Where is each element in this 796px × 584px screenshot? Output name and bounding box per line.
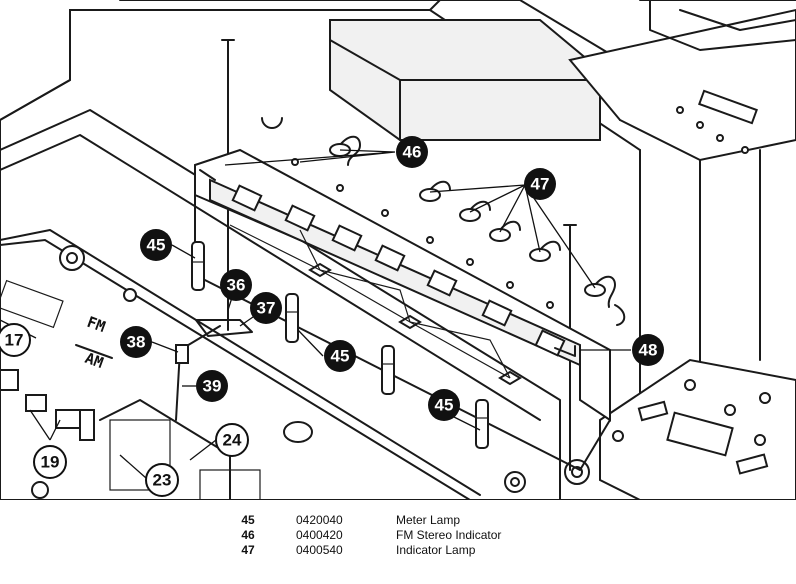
callout-36: 36 bbox=[220, 269, 252, 301]
svg-text:24: 24 bbox=[223, 431, 242, 450]
part-number: 0400420 bbox=[296, 528, 343, 542]
mounting-holes bbox=[59, 245, 590, 493]
svg-text:37: 37 bbox=[257, 299, 276, 318]
fm-label: FM bbox=[85, 313, 108, 336]
callout-39: 39 bbox=[196, 370, 228, 402]
svg-text:45: 45 bbox=[147, 236, 166, 255]
svg-text:48: 48 bbox=[639, 341, 658, 360]
knob-stubs bbox=[0, 369, 95, 441]
parts-list: 45 0420040 Meter Lamp 46 0400420 FM Ster… bbox=[228, 513, 648, 558]
svg-text:36: 36 bbox=[227, 276, 246, 295]
svg-text:19: 19 bbox=[41, 453, 60, 472]
callout-24: 24 bbox=[215, 423, 249, 457]
part-number: 0400540 bbox=[296, 543, 343, 557]
svg-text:46: 46 bbox=[403, 143, 422, 162]
leader-lines bbox=[0, 149, 631, 479]
callout-23: 23 bbox=[145, 463, 179, 497]
svg-text:23: 23 bbox=[153, 471, 172, 490]
svg-text:47: 47 bbox=[531, 175, 550, 194]
parts-list-row: 45 0420040 Meter Lamp bbox=[228, 513, 648, 528]
part-ref: 47 bbox=[241, 543, 255, 557]
part-description: Indicator Lamp bbox=[396, 543, 476, 557]
right-bracket bbox=[568, 0, 796, 431]
part-ref: 46 bbox=[241, 528, 255, 542]
parts-list-row: 46 0400420 FM Stereo Indicator bbox=[228, 528, 648, 543]
indicator-lamps bbox=[291, 135, 626, 326]
svg-text:17: 17 bbox=[5, 331, 24, 350]
switch-assembly bbox=[175, 319, 253, 421]
callout-45-c: 45 bbox=[428, 389, 460, 421]
svg-text:38: 38 bbox=[127, 333, 146, 352]
svg-text:45: 45 bbox=[331, 347, 350, 366]
part-number: 0420040 bbox=[296, 513, 343, 527]
exploded-parts-diagram: FM AM bbox=[0, 0, 796, 500]
callout-17: 17 bbox=[0, 323, 31, 357]
lamp-holder-bar bbox=[194, 148, 611, 471]
svg-text:45: 45 bbox=[435, 396, 454, 415]
callout-19: 19 bbox=[33, 445, 67, 479]
callout-45-a: 45 bbox=[140, 229, 172, 261]
part-description: Meter Lamp bbox=[396, 513, 461, 527]
part-ref: 45 bbox=[241, 513, 255, 527]
callout-45-b: 45 bbox=[324, 340, 356, 372]
callout-48: 48 bbox=[632, 334, 664, 366]
part-description: FM Stereo Indicator bbox=[396, 528, 502, 542]
callout-46: 46 bbox=[396, 136, 428, 168]
front-panel: FM AM bbox=[0, 238, 472, 500]
callout-47: 47 bbox=[524, 168, 556, 200]
callout-37: 37 bbox=[250, 292, 282, 324]
meter-lamps bbox=[191, 241, 489, 449]
parts-list-row: 47 0400540 Indicator Lamp bbox=[228, 543, 648, 558]
svg-text:39: 39 bbox=[203, 377, 222, 396]
callout-38: 38 bbox=[120, 326, 152, 358]
lower-right-panel bbox=[599, 358, 796, 500]
